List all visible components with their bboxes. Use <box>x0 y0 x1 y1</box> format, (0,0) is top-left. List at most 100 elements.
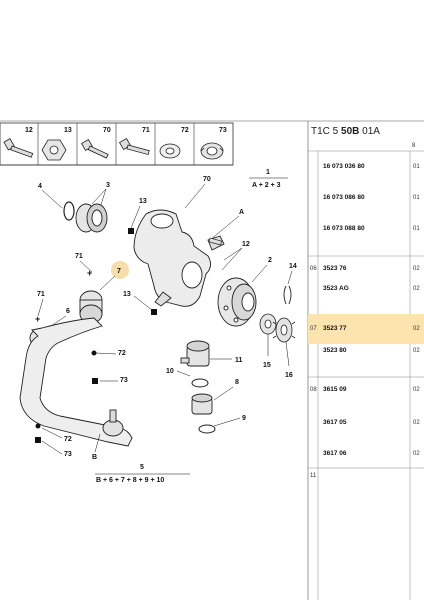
callout-1-sum: A + 2 + 3 <box>252 182 281 189</box>
ball-joint-bushing <box>191 393 213 415</box>
part-reference: 3615 09 <box>323 386 347 393</box>
callout-72-upper: 72 <box>118 350 126 357</box>
callout-2: 2 <box>268 257 272 264</box>
washer-icon <box>191 378 209 388</box>
diagram-code: T1C 5 50B 01A <box>311 126 380 137</box>
locknut-icon <box>200 142 224 160</box>
icon-strip-num-3: 70 <box>103 127 111 134</box>
callout-72-lower: 72 <box>64 436 72 443</box>
callout-12: 12 <box>242 241 250 248</box>
icon-strip-num-2: 13 <box>64 127 72 134</box>
part-reference: 3523 76 <box>323 265 347 272</box>
callout-4: 4 <box>38 183 42 190</box>
row-code: 02 <box>413 387 420 393</box>
bolt-icon <box>3 138 34 158</box>
part-reference: 3617 06 <box>323 450 347 457</box>
washer-icon <box>198 424 216 434</box>
table-row[interactable]: 08 3615 09 02 <box>310 386 420 393</box>
callout-5-sum: B + 6 + 7 + 8 + 9 + 10 <box>96 477 164 484</box>
callout-14: 14 <box>289 263 297 270</box>
part-reference: 16 073 086 80 <box>323 194 365 201</box>
row-code: 01 <box>413 195 420 201</box>
icon-strip-num-1: 12 <box>25 127 33 134</box>
table-row[interactable]: 11 <box>310 473 317 479</box>
callout-6: 6 <box>66 308 70 315</box>
callout-71-upper: 71 <box>75 253 83 260</box>
callout-10: 10 <box>166 368 174 375</box>
circlip-icon <box>63 201 75 221</box>
row-code: 02 <box>413 286 420 292</box>
callout-15: 15 <box>263 362 271 369</box>
table-row[interactable]: 3523 AG 02 <box>323 285 420 292</box>
table-row[interactable]: 3617 05 02 <box>323 419 420 426</box>
bolt-icon <box>118 137 150 156</box>
callout-B: B <box>92 454 97 461</box>
icon-strip-num-6: 73 <box>219 127 227 134</box>
icon-strip-num-4: 71 <box>142 127 150 134</box>
svg-text:+: + <box>35 314 40 324</box>
screw-icon <box>80 138 109 159</box>
svg-text:+: + <box>87 268 92 278</box>
callout-73-lower: 73 <box>64 451 72 458</box>
callout-8: 8 <box>235 379 239 386</box>
table-row[interactable]: 16 073 086 80 01 <box>323 194 420 201</box>
row-index: 11 <box>310 473 317 479</box>
row-index: 08 <box>310 387 317 393</box>
row-index: 07 <box>310 326 317 332</box>
knuckle-bushing <box>180 340 210 367</box>
part-reference: 3617 05 <box>323 419 347 426</box>
part-reference: 3523 AG <box>323 285 349 292</box>
callout-7: 7 <box>117 268 121 275</box>
icon-strip-num-5: 72 <box>181 127 189 134</box>
callout-1: 1 <box>266 169 270 176</box>
suspension-diagram: 1 A + 2 + 3 70 4 3 13 A <box>19 169 297 484</box>
table-row[interactable]: 06 3523 76 02 <box>310 265 420 272</box>
table-row[interactable]: 3523 80 02 <box>323 347 420 354</box>
part-reference: 16 073 088 80 <box>323 225 365 232</box>
row-code: 02 <box>413 420 420 426</box>
bolt-icon <box>208 237 223 246</box>
callout-9: 9 <box>242 415 246 422</box>
row-code: 02 <box>413 451 420 457</box>
callout-73-upper: 73 <box>120 377 128 384</box>
table-row[interactable]: 07 3523 77 02 <box>308 314 424 344</box>
wheel-hub <box>217 277 257 327</box>
callout-11: 11 <box>235 357 243 364</box>
callout-13-upper: 13 <box>139 198 147 205</box>
fastener-icon-strip: 12 13 70 71 72 73 <box>0 122 234 166</box>
table-top-marker: 8 <box>412 143 416 149</box>
callout-A: A <box>239 209 244 216</box>
table-row[interactable]: 16 073 036 80 01 <box>323 163 420 170</box>
callout-13-lower: 13 <box>123 291 131 298</box>
highlight-marker <box>111 261 129 279</box>
callout-3: 3 <box>106 182 110 189</box>
part-reference: 3523 80 <box>323 347 347 354</box>
table-row[interactable]: 3617 06 02 <box>323 450 420 457</box>
callout-16: 16 <box>285 372 293 379</box>
callout-70: 70 <box>203 176 211 183</box>
part-reference: 3523 77 <box>323 325 347 332</box>
row-index: 06 <box>310 266 317 272</box>
nut-icon <box>41 139 67 161</box>
row-code: 02 <box>413 326 420 332</box>
part-reference: 16 073 036 80 <box>323 163 365 170</box>
hub-nut <box>259 313 277 335</box>
rear-bushing <box>79 290 103 324</box>
row-code: 02 <box>413 348 420 354</box>
callout-5: 5 <box>140 464 144 471</box>
row-code: 01 <box>413 164 420 170</box>
split-pin-icon <box>283 285 292 305</box>
washer-icon <box>159 143 181 159</box>
wheel-bearing <box>75 203 108 233</box>
lower-control-arm <box>19 317 133 447</box>
steering-knuckle <box>133 209 225 307</box>
row-highlight <box>308 314 424 344</box>
ball-joint <box>102 409 124 437</box>
row-code: 02 <box>413 266 420 272</box>
callout-71-left: 71 <box>37 291 45 298</box>
castle-nut <box>272 317 296 343</box>
table-rows: 16 073 036 80 01 16 073 086 80 01 16 073 088… <box>308 163 424 479</box>
